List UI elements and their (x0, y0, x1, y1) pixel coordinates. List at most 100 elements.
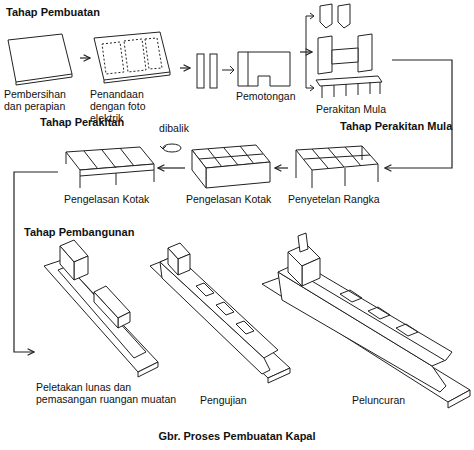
comb-tooth (380, 82, 381, 94)
step-label: Pengelasan Kotak (64, 193, 158, 205)
superstructure-front (302, 258, 320, 286)
comb-tooth (346, 84, 347, 96)
flow-arrow (80, 57, 90, 58)
box-stiffener (199, 154, 263, 159)
frame-post (296, 150, 297, 178)
plate-edge (16, 74, 72, 85)
keel-laying-ship (44, 240, 158, 377)
panel-leg (80, 176, 81, 188)
flip-symbol (160, 144, 181, 152)
sub-assembly-parts (316, 4, 382, 98)
frame-post (345, 168, 346, 186)
panel-stiffener (84, 151, 98, 169)
deck-line (290, 268, 444, 360)
process-step: Pemotongan (190, 40, 300, 110)
stern-block-front (74, 256, 88, 280)
process-step: Pengelasan Kotak (58, 136, 158, 212)
keel (58, 266, 146, 358)
panel-leg (66, 152, 67, 164)
process-arrow (222, 70, 234, 71)
comb-frame (316, 76, 382, 86)
plate-outline (94, 32, 170, 80)
step-label: Pembersihan dan perapian (4, 88, 80, 112)
frame-line (304, 155, 370, 159)
step-label: Peluncuran (352, 394, 462, 406)
channel-web (332, 48, 358, 64)
slipway-side (268, 368, 290, 383)
process-step: Penandaan dengan foto elektrik (90, 28, 180, 116)
hatch (340, 290, 362, 302)
edge-label: dibalik (146, 122, 202, 134)
hatch (396, 324, 418, 336)
step-label: Pengelasan Kotak (186, 193, 275, 205)
comb-tooth (358, 83, 359, 95)
marking-line (145, 38, 162, 69)
process-step: Peluncuran (290, 236, 472, 412)
process-step: Pengelasan Kotak (185, 136, 275, 212)
frame-grid (296, 146, 378, 188)
slipway-side (138, 362, 158, 377)
step-label: Penyetelan Rangka (288, 193, 385, 205)
hatch (236, 321, 254, 334)
cut-plate (238, 52, 290, 86)
stage-heading: Tahap Pembangunan (24, 226, 134, 238)
superstructure-side (168, 248, 178, 275)
channel-frame (318, 36, 332, 74)
flow-arrow (300, 51, 312, 52)
flow-arrow (180, 67, 190, 68)
superstructure-side (288, 252, 302, 286)
bracket-arrowhead (310, 85, 314, 91)
panel-front (80, 164, 154, 176)
hull-side (160, 262, 270, 374)
cargo-hold-side (94, 292, 118, 328)
plate-edge (104, 72, 170, 83)
marking-line (124, 39, 146, 72)
superstructure-front (178, 254, 190, 275)
hatch (196, 283, 214, 296)
step-label: Perakitan Mula (316, 103, 392, 115)
frame-outline (296, 146, 378, 170)
cut-strip (210, 54, 217, 88)
step-label: Peletakan lunas dan pemasangan ruangan m… (36, 381, 180, 405)
small-bracket (320, 4, 332, 28)
panel-stiffener (120, 148, 134, 166)
flow-arrow (158, 167, 185, 168)
stage-heading: Tahap Pembuatan (6, 6, 100, 18)
launching-ship (262, 233, 470, 408)
hull-side (278, 272, 446, 392)
process-step: Pembersihan dan perapian (2, 28, 80, 116)
figure-caption: Gbr. Proses Pembuatan Kapal (0, 430, 474, 442)
process-step: Peletakan lunas dan pemasangan ruangan m… (34, 240, 180, 412)
flow-arrow (385, 60, 452, 168)
welded-box (192, 145, 270, 188)
distribution-bracket (306, 13, 314, 91)
box-side (192, 150, 206, 188)
step-label: Pemotongan (236, 90, 300, 102)
panel-leg (154, 170, 155, 182)
bracket-line (306, 16, 307, 88)
comb-tooth (322, 86, 323, 98)
flip-arrowhead (160, 146, 166, 149)
flow-arrow (14, 172, 58, 352)
box-front (206, 162, 270, 188)
stage-heading: Tahap Perakitan (40, 116, 124, 128)
panel-leg (116, 173, 117, 185)
flow-arrow (275, 167, 288, 168)
stage-heading: Tahap Perakitan Mula (340, 120, 452, 132)
cargo-hold-front (118, 312, 130, 328)
testing-ship (150, 243, 290, 383)
small-bracket (338, 4, 350, 28)
channel-frame (358, 34, 372, 72)
hatch (216, 302, 234, 315)
frame-post (378, 164, 379, 182)
flip-ellipse (163, 144, 181, 152)
funnel (298, 233, 308, 252)
frame-post (312, 170, 313, 188)
steel-plate (8, 34, 72, 85)
cut-line (248, 52, 249, 86)
process-step: Penyetelan Rangka (288, 136, 385, 212)
frame-post (362, 146, 363, 160)
slipway-side (448, 390, 470, 408)
plate-outline (8, 34, 72, 82)
